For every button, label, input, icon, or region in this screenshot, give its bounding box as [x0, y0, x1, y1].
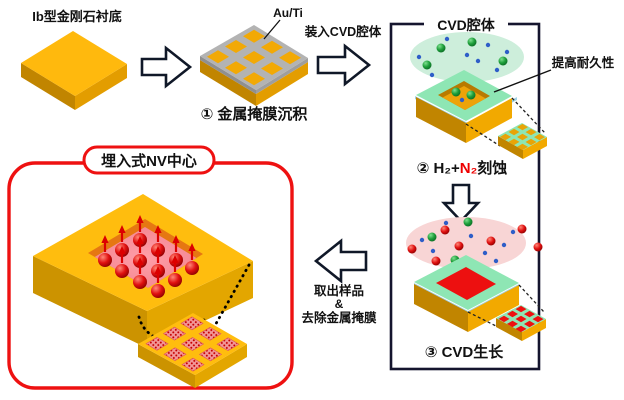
load-cvd-arrow-icon [316, 43, 372, 87]
takeout-arrow-icon [313, 238, 368, 284]
durability-pointer-line [493, 69, 552, 93]
step1-group: Au/Ti ① 金属掩膜沉积 [200, 6, 308, 123]
step3-caption: ③ CVD生长 [425, 343, 505, 361]
substrate-label: Ib型金刚石衬底 [32, 9, 122, 24]
nv-inset-sample [138, 313, 247, 388]
growth-inset-sample [496, 305, 546, 341]
load-cvd-label: 装入CVD腔体 [304, 24, 382, 39]
svg-text:取出样品: 取出样品 [314, 283, 364, 298]
nv-sample [33, 194, 253, 348]
etch-sample [415, 70, 517, 143]
durability-note: 提高耐久性 [552, 55, 615, 70]
substrate-group: Ib型金刚石衬底 [21, 9, 127, 110]
step1-caption: ① 金属掩膜沉积 [201, 105, 308, 123]
result-title: 埋入式NV中心 [101, 152, 197, 170]
etch-inset-sample [498, 123, 547, 159]
substrate-slab [21, 31, 127, 110]
svg-text:去除金属掩膜: 去除金属掩膜 [301, 310, 377, 325]
growth-sample [414, 255, 519, 332]
etch-cloud [410, 32, 524, 82]
svg-text:&: & [335, 297, 344, 311]
step1-arrow-icon [140, 45, 193, 89]
takeout-caption: 取出样品 & 去除金属掩膜 [301, 283, 377, 325]
growth-projection-lines [467, 284, 545, 328]
step2-caption: ② H₂+N₂刻蚀 [417, 159, 508, 177]
result-title-pill: 埋入式NV中心 [82, 145, 216, 175]
etch-projection-lines [465, 97, 546, 147]
step-down-arrow-icon [440, 183, 482, 223]
cvd-chamber-title: CVD腔体 [437, 17, 496, 33]
auti-label: Au/Ti [273, 6, 303, 20]
auti-pointer-line [263, 19, 281, 40]
cvd-chamber-title-bg [424, 15, 508, 34]
growth-cloud [406, 217, 543, 269]
